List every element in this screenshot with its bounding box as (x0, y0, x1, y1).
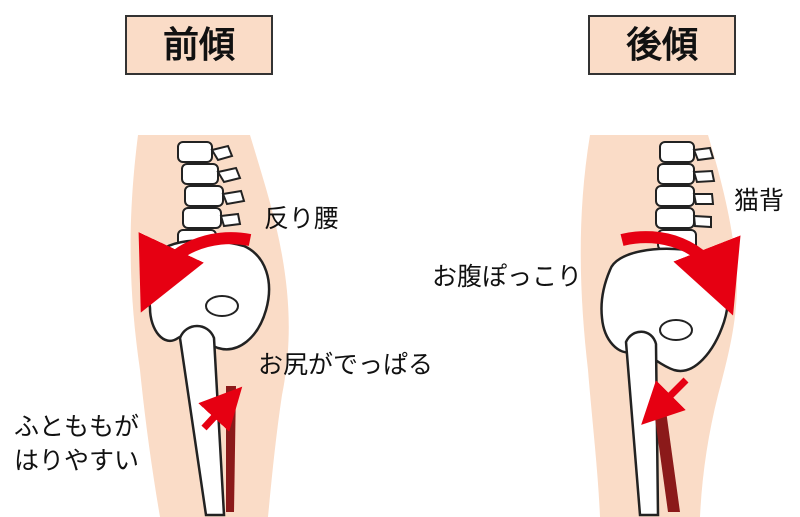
label-hunched-back: 猫背 (734, 186, 785, 215)
label-arched-lower-back: 反り腰 (264, 204, 340, 233)
tilt-arrow-posterior (620, 231, 741, 316)
muscle-arrow-anterior (198, 386, 243, 432)
muscle-arrow-posterior (641, 377, 689, 425)
label-thigh-line1: ふとももが (14, 412, 140, 441)
tilt-arrow-anterior (138, 232, 252, 313)
title-posterior-tilt: 後傾 (588, 15, 736, 75)
hip-socket-anterior (205, 295, 239, 317)
label-buttocks-protrude: お尻がでっぱる (258, 350, 434, 379)
label-belly-protrudes: お腹ぽっこり (432, 262, 583, 291)
title-anterior-tilt: 前傾 (125, 15, 273, 75)
lumbar-spine-posterior (655, 141, 716, 251)
hip-socket-posterior (659, 319, 693, 341)
anterior-tilt-figure (130, 135, 289, 517)
posterior-tilt-figure (580, 135, 741, 517)
hamstring-muscle-posterior (652, 396, 680, 512)
label-thigh-line2: はりやすい (14, 446, 140, 475)
